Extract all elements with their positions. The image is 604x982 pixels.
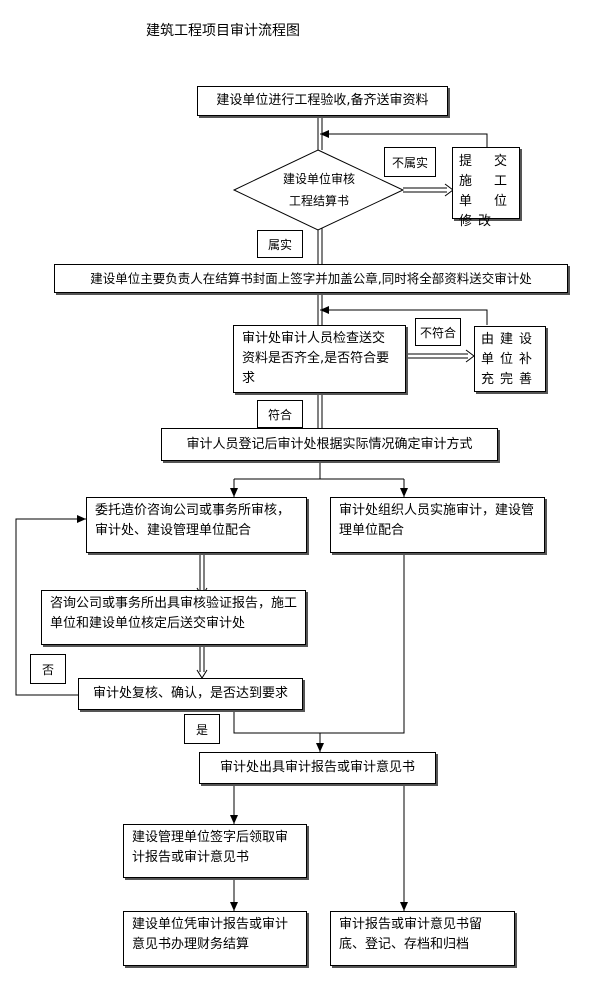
label-no: 否 — [30, 654, 66, 684]
label-yes: 是 — [184, 714, 220, 744]
issue-box: 审计处出具审计报告或审计意见书 — [199, 752, 436, 784]
check-text: 审计处审计人员检查送交资料是否齐全,是否符合要求 — [242, 331, 390, 386]
archive-box: 审计报告或审计意见书留底、登记、存档和归档 — [330, 911, 515, 966]
archive-text: 审计报告或审计意见书留底、登记、存档和归档 — [339, 917, 483, 952]
decision-diamond — [232, 149, 405, 231]
entrust-box: 委托造价咨询公司或事务所审核，审计处、建设管理单位配合 — [86, 497, 307, 553]
report-check-box: 咨询公司或事务所出具审核验证报告，施工单位和建设单位核定后送交审计处 — [41, 590, 306, 645]
self-audit-text: 审计处组织人员实施审计，建设管理单位配合 — [339, 503, 535, 538]
sign-box: 建设管理单位签字后领取审计报告或审计意见书 — [123, 824, 307, 878]
submit-fix-text: 提交施工单位修改 — [459, 154, 513, 229]
decision1-line2: 工程结算书 — [288, 194, 349, 208]
decision1-line1: 建设单位审核 — [282, 172, 355, 186]
decision1-text: 建设单位审核 工程结算书 — [254, 168, 384, 212]
entrust-text: 委托造价咨询公司或事务所审核，审计处、建设管理单位配合 — [95, 503, 291, 538]
page-title: 建筑工程项目审计流程图 — [146, 23, 300, 39]
label-not-conform: 不符合 — [415, 318, 461, 346]
label-conform: 符合 — [257, 400, 303, 428]
recheck-box: 审计处复核、确认，是否达到要求 — [78, 678, 303, 710]
report-check-text: 咨询公司或事务所出具审核验证报告，施工单位和建设单位核定后送交审计处 — [50, 596, 298, 631]
self-audit-box: 审计处组织人员实施审计，建设管理单位配合 — [330, 497, 545, 553]
label-not-true: 不属实 — [384, 147, 436, 177]
step1-text: 建设单位进行工程验收,备齐送审资料 — [216, 93, 429, 108]
settle-text: 建设单位凭审计报告或审计意见书办理财务结算 — [132, 917, 289, 952]
step2-text: 建设单位主要负责人在结算书封面上签字并加盖公章,同时将全部资料送交审计处 — [90, 270, 532, 286]
step1-box: 建设单位进行工程验收,备齐送审资料 — [197, 86, 448, 116]
supplement-text: 由建设单位补充完善 — [481, 332, 539, 387]
sign-text: 建设管理单位签字后领取审计报告或审计意见书 — [132, 830, 289, 865]
step2-box: 建设单位主要负责人在结算书封面上签字并加盖公章,同时将全部资料送交审计处 — [54, 264, 568, 293]
register-box: 审计人员登记后审计处根据实际情况确定审计方式 — [161, 428, 498, 461]
recheck-text: 审计处复核、确认，是否达到要求 — [92, 686, 288, 701]
settle-box: 建设单位凭审计报告或审计意见书办理财务结算 — [123, 911, 307, 966]
register-text: 审计人员登记后审计处根据实际情况确定审计方式 — [186, 436, 473, 452]
issue-text: 审计处出具审计报告或审计意见书 — [219, 760, 415, 775]
check-box: 审计处审计人员检查送交资料是否齐全,是否符合要求 — [233, 325, 406, 393]
submit-fix-box: 提交施工单位修改 — [452, 147, 520, 229]
label-true: 属实 — [257, 230, 303, 258]
supplement-box: 由建设单位补充完善 — [474, 326, 546, 392]
